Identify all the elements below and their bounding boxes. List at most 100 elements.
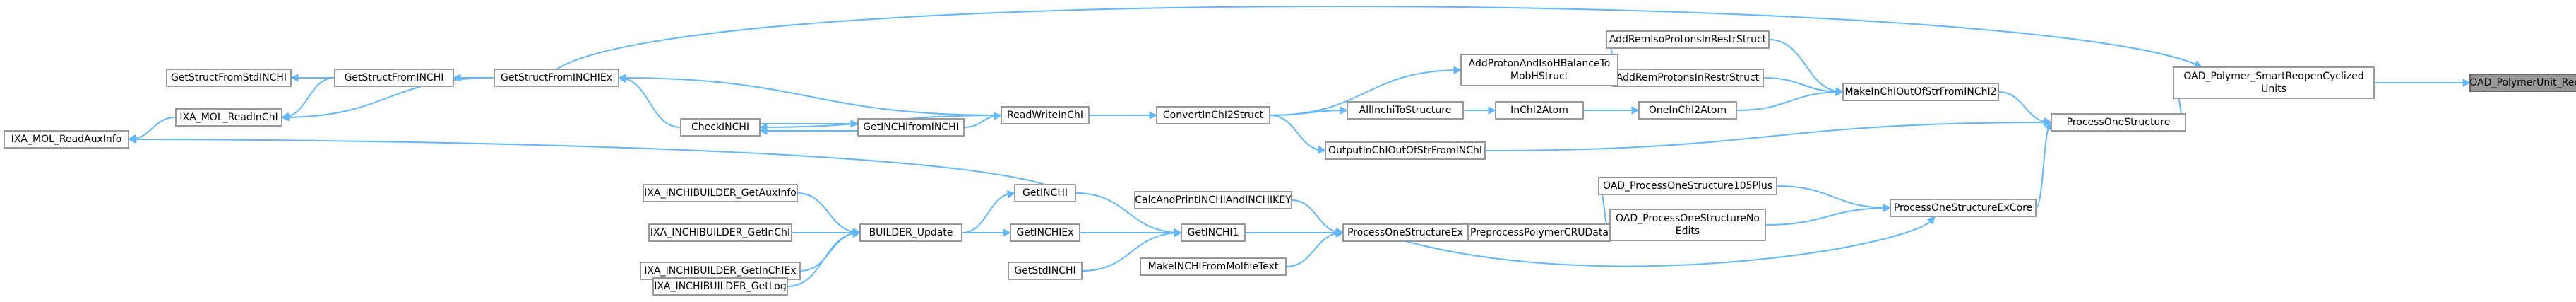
edge-builder-to-getinchi <box>961 192 1015 233</box>
node-addremprot[interactable]: AddRemProtonsInRestrStruct <box>1611 69 1764 87</box>
node-ixa_mol_read[interactable]: IXA_MOL_ReadInChI <box>175 108 282 127</box>
node-box <box>175 108 282 127</box>
node-box <box>1001 106 1090 124</box>
node-label: OAD_PolymerUnit_ReopenCyclized <box>2469 77 2576 88</box>
node-getinchi1[interactable]: GetINCHI1 <box>1181 223 1246 242</box>
arrowhead <box>290 74 299 82</box>
node-label: ReadWriteInChI <box>1007 110 1083 121</box>
arrowhead <box>1453 66 1462 74</box>
arrowhead <box>280 113 290 122</box>
node-oad105[interactable]: OAD_ProcessOneStructure105Plus <box>1598 177 1777 195</box>
edge-convert-to-outinchi <box>1269 115 1326 151</box>
node-box <box>1347 101 1464 120</box>
node-label: IXA_INCHIBUILDER_GetAuxInfo <box>644 187 797 199</box>
edge-gsfinchiex-to-ixa_mol_read <box>281 77 495 118</box>
node-allinchi[interactable]: AllInchiToStructure <box>1347 101 1464 120</box>
node-ixa_getaux[interactable]: IXA_INCHIBUILDER_GetAuxInfo <box>643 184 798 202</box>
node-box <box>1495 101 1584 120</box>
node-box <box>4 130 129 149</box>
arrowhead <box>1006 190 1016 199</box>
node-prep[interactable]: PreprocessPolymerCRUData <box>1468 223 1611 242</box>
node-getinchifrom[interactable]: GetINCHIfromINCHI <box>857 118 965 137</box>
edge-convert-to-allinchi <box>1269 110 1348 116</box>
node-box <box>859 223 962 242</box>
node-posexc[interactable]: ProcessOneStructureExCore <box>1890 199 2037 217</box>
node-box <box>1156 106 1270 124</box>
arrowhead <box>1149 111 1158 120</box>
nodes-layer: OAD_PolymerUnit_ReopenCyclized OAD_Polyme… <box>4 30 2576 296</box>
node-label: CheckINCHI <box>691 122 749 133</box>
node-box <box>1134 191 1292 209</box>
node-oneinchi[interactable]: OneInChI2Atom <box>1638 101 1737 120</box>
node-label: GetStructFromINCHIEx <box>501 72 612 83</box>
node-ixa_getinchiex[interactable]: IXA_INCHIBUILDER_GetInChIEx <box>640 262 801 280</box>
node-target[interactable]: OAD_PolymerUnit_ReopenCyclized <box>2469 74 2576 92</box>
node-builder[interactable]: BUILDER_Update <box>859 223 962 242</box>
node-label: IXA_MOL_ReadAuxInfo <box>11 134 122 145</box>
node-inchi2atom[interactable]: InChI2Atom <box>1495 101 1584 120</box>
node-outinchi[interactable]: OutputInChIOutOfStrFromINChI <box>1325 141 1486 160</box>
node-box <box>1606 30 1770 49</box>
arrowhead <box>1174 228 1183 238</box>
edge-gsfinchiex-to-smart <box>556 6 2202 70</box>
node-label: AddRemIsoProtonsInRestrStruct <box>1609 34 1767 45</box>
node-box <box>1460 54 1618 86</box>
edge-getinchi-to-ixa_mol_aux <box>128 139 1046 185</box>
node-label: AllInchiToStructure <box>1359 105 1452 116</box>
node-gsfstd[interactable]: GetStructFromStdINCHI <box>166 69 292 87</box>
node-box <box>1342 223 1468 242</box>
node-label: MakeInChIOutOfStrFromINChI2 <box>1844 86 1996 98</box>
node-ixa_getinchi[interactable]: IXA_INCHIBUILDER_GetInChI <box>648 223 792 242</box>
node-posex[interactable]: ProcessOneStructureEx <box>1342 223 1468 242</box>
node-label: GetStdINCHI <box>1014 265 1075 277</box>
edge-makemol-to-posex <box>1285 232 1344 267</box>
arrowhead <box>2462 79 2471 87</box>
node-label: ProcessOneStructure <box>2067 117 2171 128</box>
node-makemol[interactable]: MakeINCHIFromMolfileText <box>1140 257 1287 276</box>
node-box <box>494 69 619 87</box>
node-convert[interactable]: ConvertInChI2Struct <box>1156 106 1270 124</box>
node-label: OAD_Polymer_SmartReopenCyclized <box>2183 71 2363 82</box>
node-label: OAD_ProcessOneStructureNo <box>1616 213 1760 224</box>
node-readwrite[interactable]: ReadWriteInChI <box>1001 106 1090 124</box>
node-pos[interactable]: ProcessOneStructure <box>2051 113 2186 132</box>
edge-ixa_getlog-to-builder <box>787 232 861 287</box>
node-getinchi[interactable]: GetINCHI <box>1014 184 1076 202</box>
node-label: ProcessOneStructureEx <box>1347 227 1463 238</box>
node-box <box>1010 223 1080 242</box>
edge-make-to-pos <box>1998 91 2052 123</box>
node-box <box>652 277 788 296</box>
node-calcandprint[interactable]: CalcAndPrintINCHIAndINCHIKEY <box>1134 191 1292 209</box>
node-label: InChI2Atom <box>1510 105 1568 116</box>
node-gsfinchiex[interactable]: GetStructFromINCHIEx <box>494 69 619 87</box>
arrowhead <box>617 74 627 83</box>
node-box <box>334 69 454 87</box>
node-getinchiex[interactable]: GetINCHIEx <box>1010 223 1080 242</box>
arrowhead <box>1835 88 1844 97</box>
arrowhead <box>127 135 136 144</box>
node-box <box>1638 101 1737 120</box>
node-addremiso[interactable]: AddRemIsoProtonsInRestrStruct <box>1606 30 1770 49</box>
node-gsfinchi[interactable]: GetStructFromINCHI <box>334 69 454 87</box>
node-label: GetStructFromStdINCHI <box>171 72 287 83</box>
node-label: Units <box>2261 83 2286 95</box>
node-ixa_mol_aux[interactable]: IXA_MOL_ReadAuxInfo <box>4 130 129 149</box>
node-checkinchi[interactable]: CheckINCHI <box>680 118 761 137</box>
edge-oneinchi-to-make <box>1736 91 1844 111</box>
edge-gsfinchi-to-ixa_mol_read <box>281 77 335 118</box>
node-getstdinchi[interactable]: GetStdINCHI <box>1008 262 1083 280</box>
node-label: AddRemProtonsInRestrStruct <box>1616 72 1760 83</box>
edge-outinchi-to-pos <box>1484 122 2052 151</box>
arrowhead <box>1335 229 1344 238</box>
node-box <box>1842 83 1999 101</box>
node-label: IXA_MOL_ReadInChI <box>179 112 278 123</box>
node-label: IXA_INCHIBUILDER_GetInChI <box>650 227 790 238</box>
edge-checkinchi-to-gsfinchiex <box>618 77 681 128</box>
arrowhead <box>1317 145 1327 154</box>
node-make[interactable]: MakeInChIOutOfStrFromINChI2 <box>1842 83 1999 101</box>
node-ixa_getlog[interactable]: IXA_INCHIBUILDER_GetLog <box>652 277 788 296</box>
